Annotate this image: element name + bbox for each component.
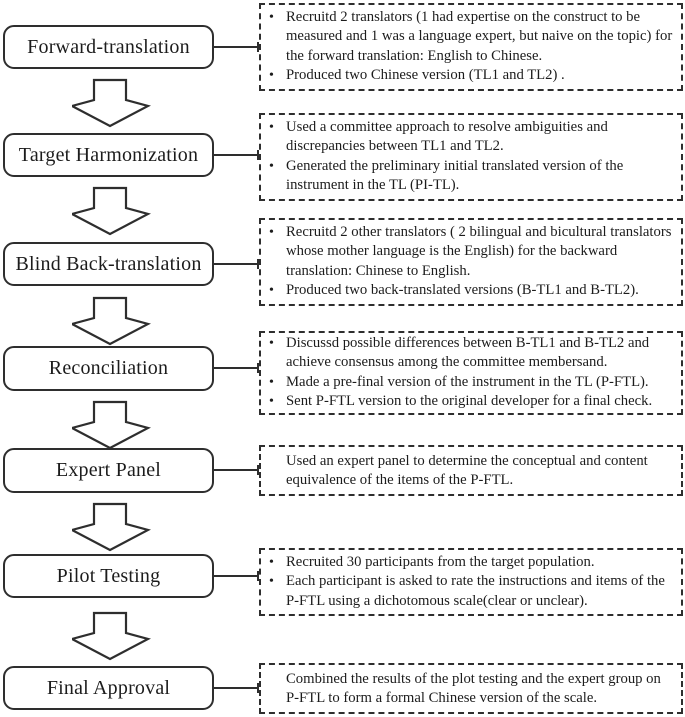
detail-list: Used an expert panel to determine the co… (261, 452, 676, 491)
stage-label: Final Approval (46, 676, 171, 699)
down-arrow-icon (72, 78, 151, 128)
bullet-item: Sent P-FTL version to the original devel… (261, 392, 676, 412)
bullet-item: Each participant is asked to rate the in… (261, 572, 676, 611)
stage-box-pilot-testing: Pilot Testing (3, 554, 214, 598)
detail-list: Discussd possible differences between B-… (261, 334, 676, 412)
bullet-item: Used a committee approach to resolve amb… (261, 118, 676, 157)
connector-line-6 (213, 571, 259, 581)
down-arrow-icon (72, 296, 151, 346)
down-arrow-icon (72, 502, 151, 552)
detail-box-target-harmonization: Used a committee approach to resolve amb… (259, 113, 683, 201)
connector-line-1 (213, 42, 259, 52)
detail-list: Recruitd 2 other translators ( 2 bilingu… (261, 223, 676, 301)
detail-list: Combined the results of the plot testing… (261, 670, 676, 709)
stage-label: Forward-translation (27, 35, 190, 58)
detail-box-pilot-testing: Recruited 30 participants from the targe… (259, 548, 683, 617)
stage-box-blind-back-translation: Blind Back-translation (3, 242, 214, 286)
down-arrow-icon (72, 611, 151, 661)
detail-box-reconciliation: Discussd possible differences between B-… (259, 331, 683, 415)
bullet-item: Produced two Chinese version (TL1 and TL… (261, 66, 676, 86)
connector-line-3 (213, 259, 259, 269)
stage-box-final-approval: Final Approval (3, 666, 214, 710)
stage-label: Reconciliation (48, 357, 169, 379)
stage-box-reconciliation: Reconciliation (3, 346, 214, 391)
detail-list: Recruitd 2 translators (1 had expertise … (261, 8, 676, 86)
bullet-item: Recruitd 2 translators (1 had expertise … (261, 8, 676, 66)
detail-text: Combined the results of the plot testing… (286, 671, 661, 707)
connector-line-5 (213, 465, 259, 475)
detail-text: Used an expert panel to determine the co… (286, 453, 648, 489)
connector-line-2 (213, 150, 259, 160)
down-arrow-icon (72, 186, 151, 236)
stage-box-expert-panel: Expert Panel (3, 448, 214, 493)
stage-label: Expert Panel (55, 459, 162, 481)
detail-list: Used a committee approach to resolve amb… (261, 118, 676, 196)
bullet-item: Made a pre-final version of the instrume… (261, 373, 676, 393)
bullet-item: Discussd possible differences between B-… (261, 334, 676, 373)
stage-label: Target Harmonization (18, 143, 199, 166)
detail-box-blind-back-translation: Recruitd 2 other translators ( 2 bilingu… (259, 218, 683, 306)
stage-box-target-harmonization: Target Harmonization (3, 133, 214, 177)
connector-line-4 (213, 363, 259, 373)
stage-box-forward-translation: Forward-translation (3, 25, 214, 69)
bullet-item: Produced two back-translated versions (B… (261, 281, 676, 301)
detail-box-expert-panel: Used an expert panel to determine the co… (259, 445, 683, 496)
stage-label: Blind Back-translation (15, 252, 202, 275)
detail-box-forward-translation: Recruitd 2 translators (1 had expertise … (259, 3, 683, 91)
bullet-item: Recruited 30 participants from the targe… (261, 553, 676, 573)
stage-label: Pilot Testing (56, 564, 161, 587)
down-arrow-icon (72, 400, 151, 450)
connector-line-7 (213, 683, 259, 693)
bullet-item: Generated the preliminary initial transl… (261, 157, 676, 196)
detail-box-final-approval: Combined the results of the plot testing… (259, 663, 683, 714)
bullet-item: Recruitd 2 other translators ( 2 bilingu… (261, 223, 676, 281)
detail-list: Recruited 30 participants from the targe… (261, 553, 676, 611)
